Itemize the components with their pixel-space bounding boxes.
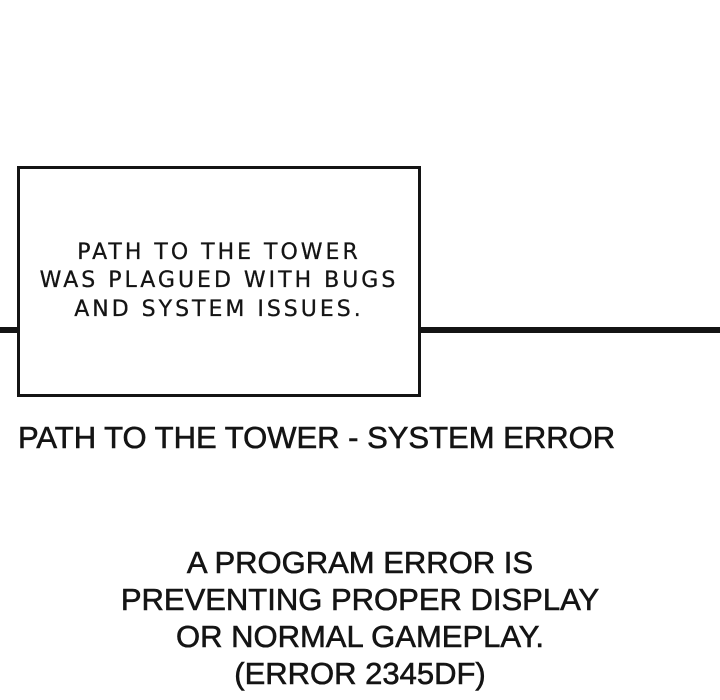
narration-line: PATH TO THE TOWER — [77, 239, 361, 265]
error-message-line: PREVENTING PROPER DISPLAY — [120, 582, 600, 618]
narration-line: AND SYSTEM ISSUES. — [74, 296, 364, 322]
error-message-line: OR NORMAL GAMEPLAY. — [175, 619, 545, 655]
narration-line: WAS PLAGUED WITH BUGS — [39, 268, 399, 294]
narration-text: PATH TO THE TOWER WAS PLAGUED WITH BUGS … — [40, 239, 399, 325]
error-message-line: (ERROR 2345DF) — [234, 656, 486, 692]
system-error-title: PATH TO THE TOWER - SYSTEM ERROR — [18, 420, 616, 456]
error-message: A PROGRAM ERROR IS PREVENTING PROPER DIS… — [0, 544, 720, 692]
error-message-line: A PROGRAM ERROR IS — [186, 545, 534, 581]
narration-box: PATH TO THE TOWER WAS PLAGUED WITH BUGS … — [17, 166, 421, 397]
